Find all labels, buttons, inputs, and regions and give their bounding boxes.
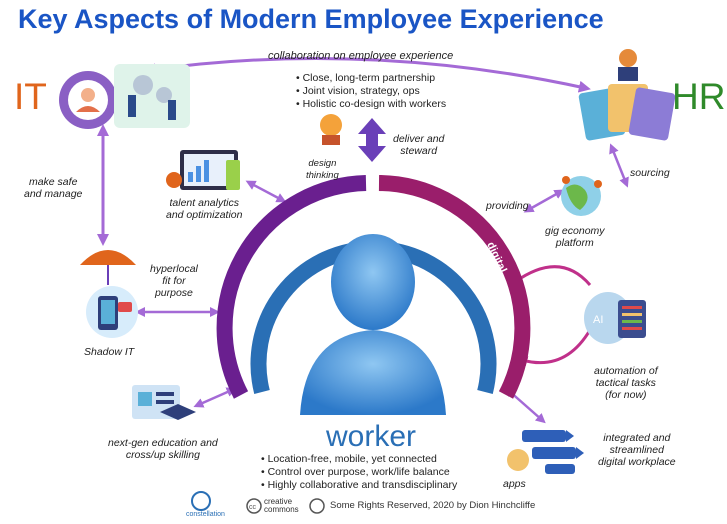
worker-bullet: Control over purpose, work/life balance [261,466,457,479]
providing-arrow [523,189,565,213]
collaboration-label: collaboration on employee experience [268,50,454,62]
integrated-label: integrated and streamlined digital workp… [598,432,676,468]
talent-analytics-label: talent analytics and optimization [166,197,243,221]
page-title: Key Aspects of Modern Employee Experienc… [18,4,604,34]
rights-text: Some Rights Reserved, 2020 by Dion Hinch… [330,500,536,511]
deliver-label: deliver and steward [393,133,445,157]
svg-text:cc: cc [249,504,257,511]
arc-physical [216,175,367,399]
sourcing-arrow [609,143,629,188]
constellation-logo [191,491,211,511]
worker-bullet: Location-free, mobile, yet connected [261,453,457,466]
collaboration-arrow [144,56,591,93]
commons-text: commons [264,505,299,514]
design-thinking-icon [320,114,342,145]
it-label: IT [14,76,47,117]
top-bullets: Close, long-term partnership Joint visio… [296,72,447,111]
umbrella-icon [80,250,136,285]
providing-label: providing [486,200,529,212]
sourcing-label: sourcing [630,167,670,179]
gig-economy-globe-icon [561,176,602,216]
constellation-text: constellation [186,511,225,518]
ai-automation-icon [584,292,646,344]
worker-silhouette [300,234,446,415]
design-thinking-label: design thinking [306,158,339,181]
automation-label: automation of tactical tasks (for now) [594,365,658,401]
talent-arrow [245,180,287,203]
worker-label: worker [326,420,417,453]
education-icon [132,385,196,420]
hr-people-cards-icon [578,49,676,141]
gig-economy-label: gig economy platform [545,225,605,249]
creative-text: creative [264,497,293,506]
worker-bullets: Location-free, mobile, yet connected Con… [261,453,458,492]
automation-loop [514,265,592,363]
shadow-it-icon [86,286,138,338]
apps-label: apps [503,478,526,490]
talent-analytics-icon [166,150,240,190]
worker-bullet: Highly collaborative and transdisciplina… [261,479,458,492]
deliver-double-arrow [358,118,386,162]
top-bullet: Joint vision, strategy, ops [296,85,446,98]
hyperlocal-label: hyperlocal fit for purpose [150,263,198,299]
top-bullet: Holistic co-design with workers [296,98,447,111]
arc-culture-label: culture [352,207,389,219]
it-team-gears-icon [114,64,190,128]
arc-digital [378,175,531,399]
next-gen-label: next-gen education and cross/up skilling [108,437,218,461]
hr-label: HR [672,76,726,117]
digital-workplace-icon [507,430,584,474]
creative-commons-logo: cc [246,498,325,514]
ai-label: AI [593,314,603,326]
it-gear-icon [59,71,117,129]
make-safe-label: make safe and manage [24,176,83,200]
shadow-it-label: Shadow IT [84,346,135,358]
top-bullet: Close, long-term partnership [296,72,446,85]
nextgen-arrow [193,387,237,408]
